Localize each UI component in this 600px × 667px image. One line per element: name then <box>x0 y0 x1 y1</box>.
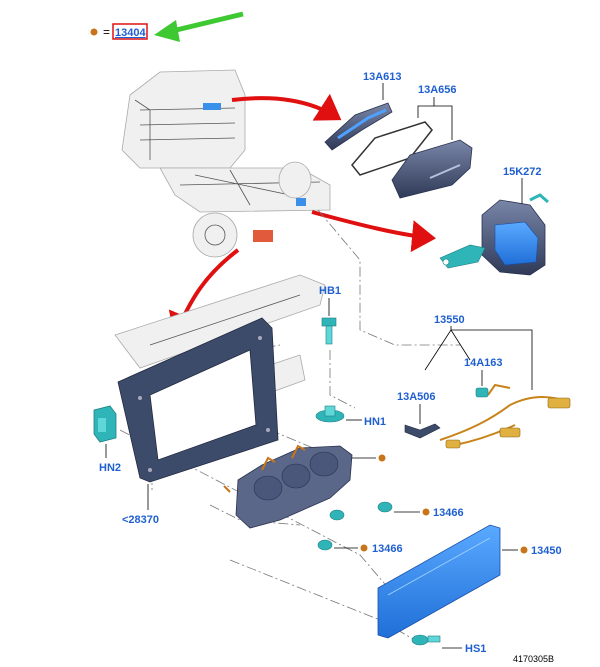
part-14A163-connector[interactable] <box>475 387 489 398</box>
label-28370[interactable]: <28370 <box>122 514 159 526</box>
leader-13A656 <box>417 97 453 140</box>
label-13466-upper[interactable]: 13466 <box>433 507 464 519</box>
part-HB1-bolt[interactable] <box>321 317 337 345</box>
label-14A163[interactable]: 14A163 <box>464 357 503 369</box>
part-13A656-lens[interactable] <box>391 139 473 199</box>
part-HN2-clip[interactable] <box>93 405 117 443</box>
figure-id: 4170305B <box>513 654 554 664</box>
legend-part-link[interactable]: 13404 <box>115 27 146 39</box>
label-13550[interactable]: 13550 <box>434 314 465 326</box>
label-15K272[interactable]: 15K272 <box>503 166 542 178</box>
legend-equals: = <box>103 25 110 39</box>
callout-arrow-rear-lamp <box>231 93 342 121</box>
dot-13450-icon <box>520 546 528 554</box>
part-13A656-gasket[interactable] <box>351 121 433 176</box>
label-HB1[interactable]: HB1 <box>319 285 341 297</box>
label-13A613[interactable]: 13A613 <box>363 71 402 83</box>
label-13466-lower[interactable]: 13466 <box>372 543 403 555</box>
label-13A506[interactable]: 13A506 <box>397 391 436 403</box>
part-13404-lamp-housing[interactable] <box>223 444 353 529</box>
legend-part-highlight <box>112 23 148 40</box>
part-13466-bulb-upper[interactable] <box>329 501 393 521</box>
truck-plate-highlight <box>253 230 273 242</box>
legend-dot-icon <box>90 28 98 36</box>
label-13450[interactable]: 13450 <box>531 545 562 557</box>
label-HS1[interactable]: HS1 <box>465 643 486 655</box>
part-28370-bracket[interactable] <box>117 317 279 483</box>
dot-13404-icon <box>378 454 386 462</box>
dot-13466-upper-icon <box>422 508 430 516</box>
part-HS1-screw[interactable] <box>411 634 441 646</box>
part-13A506-bracket[interactable] <box>404 423 441 439</box>
part-HN1-nut[interactable] <box>315 405 345 423</box>
truck-illustration <box>121 69 331 258</box>
callout-arrow-side-lamp <box>311 210 436 253</box>
leader-13550 <box>424 326 533 390</box>
label-13A656[interactable]: 13A656 <box>418 84 457 96</box>
truck-rear-lamp-highlight <box>203 103 221 110</box>
green-arrow-icon <box>154 11 244 42</box>
label-HN1[interactable]: HN1 <box>364 416 386 428</box>
part-13A613-lamp[interactable] <box>324 102 393 151</box>
part-13450-lens[interactable] <box>377 524 501 639</box>
part-13466-bulb-lower[interactable] <box>317 539 333 551</box>
truck-side-lamp-highlight <box>296 198 306 206</box>
part-13550-harness[interactable] <box>439 383 571 449</box>
label-HN2[interactable]: HN2 <box>99 462 121 474</box>
part-15K272-side-lamp[interactable] <box>439 193 549 276</box>
dot-13466-lower-icon <box>360 544 368 552</box>
